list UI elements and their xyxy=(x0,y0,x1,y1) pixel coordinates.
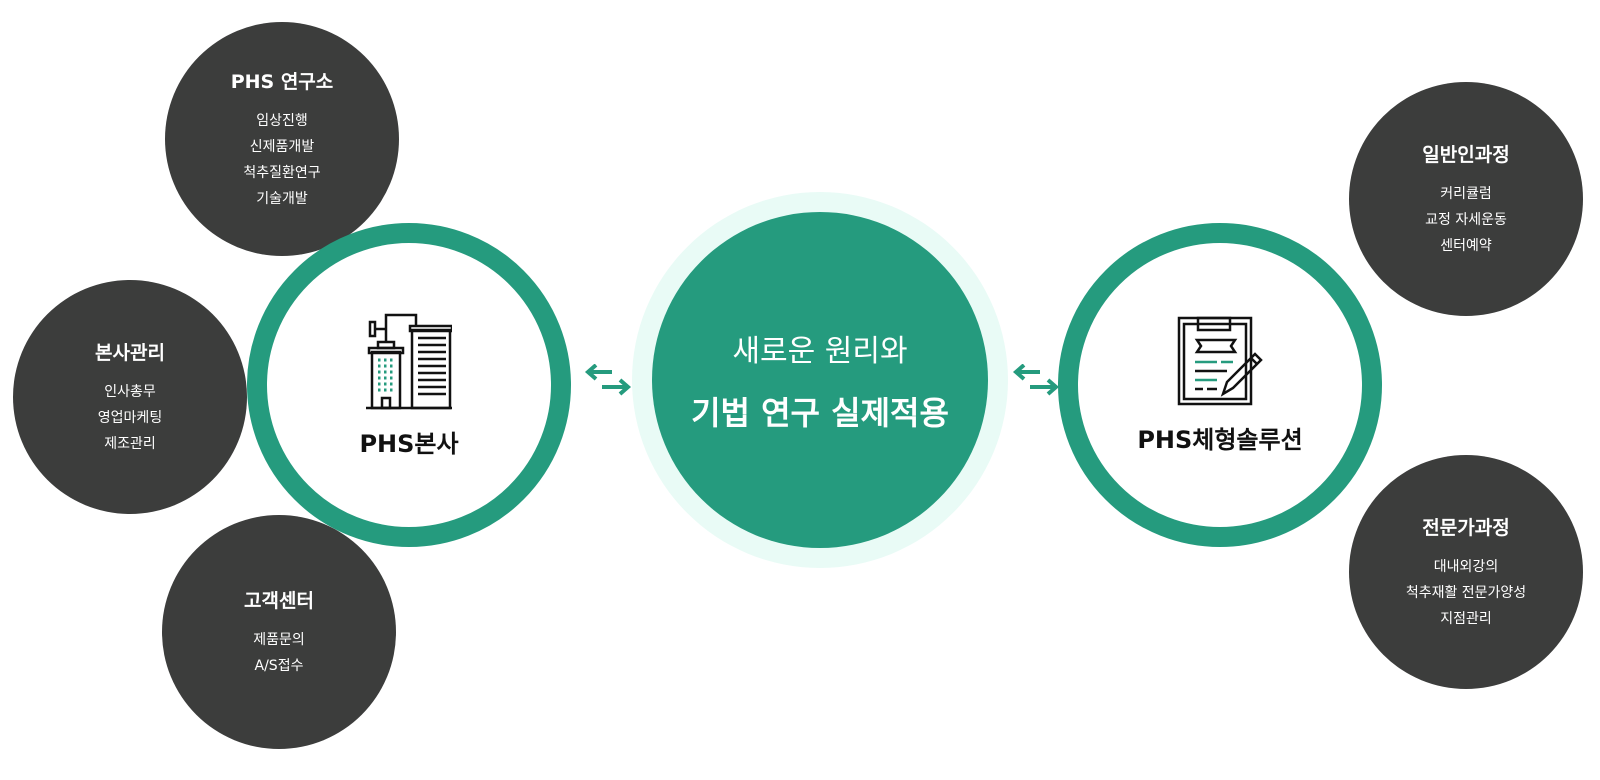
node-item: 영업마케팅 xyxy=(97,409,163,426)
node-item: 임상진행 xyxy=(256,112,308,129)
node-item: 척추재활 전문가양성 xyxy=(1405,584,1527,601)
node-item: 제조관리 xyxy=(104,435,156,452)
hub-phs-solution: PHS체형솔루션 xyxy=(1058,223,1382,547)
node-title: 고객센터 xyxy=(244,589,314,612)
bidirectional-arrow-icon xyxy=(584,364,632,396)
node-item: 기술개발 xyxy=(256,190,308,207)
node-item: A/S접수 xyxy=(254,657,304,674)
node-item: 제품문의 xyxy=(253,631,305,648)
hub-label: PHS본사 xyxy=(359,429,459,458)
node-item: 센터예약 xyxy=(1440,237,1492,254)
clipboard-icon xyxy=(1177,316,1263,405)
node-phs-lab: PHS 연구소 임상진행 신제품개발 척추질환연구 기술개발 xyxy=(165,22,399,256)
node-item: 인사총무 xyxy=(104,383,156,400)
node-title: 일반인과정 xyxy=(1422,143,1510,166)
hub-label: PHS체형솔루션 xyxy=(1137,425,1303,454)
center-circle: 새로운 원리와 기법 연구 실제적용 xyxy=(652,212,988,548)
node-item: 척추질환연구 xyxy=(243,164,321,181)
bidirectional-arrow-icon xyxy=(1012,364,1060,396)
node-item: 신제품개발 xyxy=(249,138,315,155)
node-hq-management: 본사관리 인사총무 영업마케팅 제조관리 xyxy=(13,280,247,514)
node-title: PHS 연구소 xyxy=(230,70,334,93)
node-expert-course: 전문가과정 대내외강의 척추재활 전문가양성 지점관리 xyxy=(1349,455,1583,689)
center-subtitle: 새로운 원리와 xyxy=(732,334,908,369)
node-title: 본사관리 xyxy=(95,341,165,364)
node-item: 커리큘럼 xyxy=(1440,185,1492,202)
node-customer-center: 고객센터 제품문의 A/S접수 xyxy=(162,515,396,749)
building-icon xyxy=(366,313,452,409)
node-item: 지점관리 xyxy=(1440,610,1492,627)
node-item: 교정 자세운동 xyxy=(1425,211,1507,228)
center-title: 기법 연구 실제적용 xyxy=(691,394,949,432)
hub-phs-hq: PHS본사 xyxy=(247,223,571,547)
node-title: 전문가과정 xyxy=(1422,516,1510,539)
node-item: 대내외강의 xyxy=(1433,558,1499,575)
node-general-course: 일반인과정 커리큘럼 교정 자세운동 센터예약 xyxy=(1349,82,1583,316)
